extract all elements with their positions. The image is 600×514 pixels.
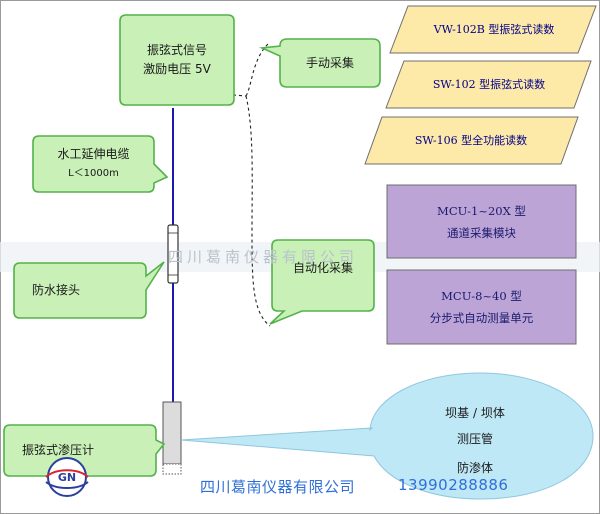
callout-joint xyxy=(13,261,165,319)
readout-sw106-label: SW-106 型全功能读数 xyxy=(414,134,528,147)
dashed-bracket-upper xyxy=(245,43,269,97)
dashed-bracket-lower xyxy=(245,95,271,327)
callout-auto xyxy=(269,239,375,325)
callout-signal-line2: 激励电压 5V xyxy=(143,62,211,76)
module-mcu-20x xyxy=(386,184,577,259)
bubble-line3: 防渗体 xyxy=(456,460,493,475)
module-mcu-20x-line1: MCU-1~20X 型 xyxy=(437,203,526,218)
piezometer-icon xyxy=(162,401,182,465)
callout-auto-label: 自动化采集 xyxy=(292,260,353,275)
readout-vw102b xyxy=(389,5,597,54)
footer-company: 四川葛南仪器有限公司 xyxy=(200,478,356,496)
logo-letters: GN xyxy=(57,470,77,484)
bubble-line1: 坝基 / 坝体 xyxy=(445,405,505,420)
readout-sw102 xyxy=(385,60,592,109)
readout-sw106 xyxy=(364,116,579,165)
readout-sw102-label: SW-102 型振弦式读数 xyxy=(432,78,546,91)
callout-sensor-label: 振弦式渗压计 xyxy=(22,443,95,457)
waterproof-joint-icon xyxy=(167,224,179,284)
watermark-text: 四川葛南仪器有限公司 xyxy=(168,248,359,266)
company-logo-icon xyxy=(45,457,89,497)
callout-signal xyxy=(119,14,235,106)
callout-manual-label: 手动采集 xyxy=(305,55,354,70)
callout-manual xyxy=(258,38,381,88)
piezometer-filter-icon xyxy=(162,463,182,475)
footer-phone: 13990288886 xyxy=(398,476,509,494)
callout-signal-line1: 振弦式信号 xyxy=(146,43,207,57)
callout-cable xyxy=(32,135,169,193)
dashed-bracket-tick xyxy=(232,94,247,97)
callout-signal-label: 振弦式信号 激励电压 5V xyxy=(120,15,234,105)
module-mcu-40-line2: 分步式自动测量单元 xyxy=(429,311,534,325)
module-mcu-40-line1: MCU-8~40 型 xyxy=(441,289,522,303)
module-mcu-20x-line2: 通道采集模块 xyxy=(447,225,516,240)
bubble-dam xyxy=(180,372,594,500)
callout-cable-label: 水工延伸电缆 L＜1000m xyxy=(33,136,154,192)
module-mcu-40 xyxy=(386,269,577,345)
callout-sensor xyxy=(3,424,166,477)
callout-cable-line1: 水工延伸电缆 xyxy=(57,147,130,161)
module-mcu-40-label: MCU-8~40 型 分步式自动测量单元 xyxy=(387,270,576,344)
module-mcu-20x-label: MCU-1~20X 型 通道采集模块 xyxy=(387,185,576,258)
callout-joint-label: 防水接头 xyxy=(32,283,81,297)
bubble-line2: 测压管 xyxy=(456,431,493,446)
callout-cable-line2: L＜1000m xyxy=(68,168,119,179)
readout-vw102b-label: VW-102B 型振弦式读数 xyxy=(433,23,555,36)
